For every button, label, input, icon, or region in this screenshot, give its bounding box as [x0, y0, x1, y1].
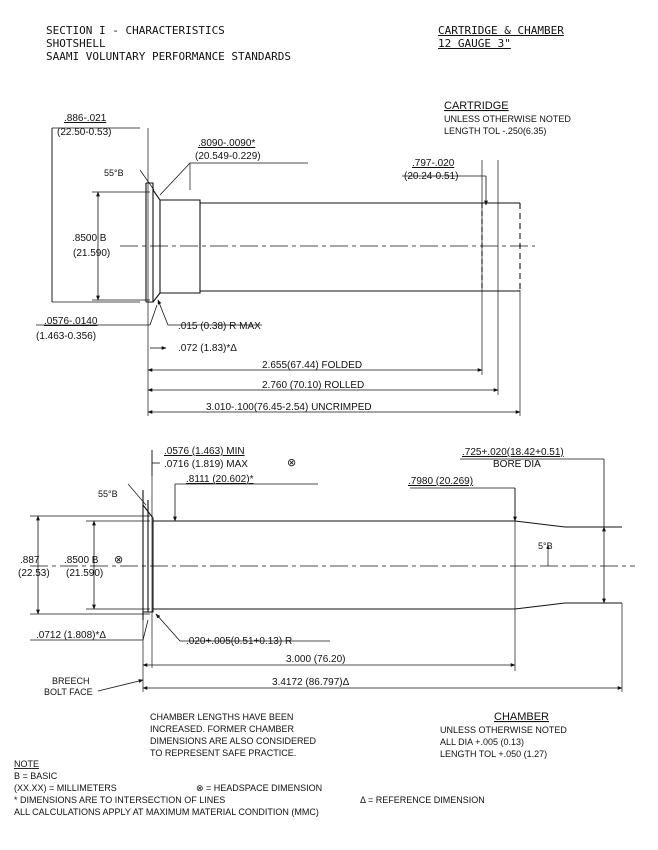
header-standard: SAAMI VOLUNTARY PERFORMANCE STANDARDS [46, 50, 292, 63]
len-rolled-label: 2.760 (70.10) ROLLED [262, 380, 364, 391]
headspace-icon: ⊗ [287, 457, 296, 469]
remark-line-4: TO REPRESENT SAFE PRACTICE. [150, 748, 296, 758]
headspace-icon-2: ⊗ [114, 554, 123, 566]
bolt-face-label: BOLT FACE [44, 687, 93, 697]
chamber-drawing [30, 450, 635, 692]
bore-dia-caption: BORE DIA [493, 459, 541, 470]
rim-thick-label: .0576-.0140 [44, 316, 98, 327]
note-intersection: * DIMENSIONS ARE TO INTERSECTION OF LINE… [14, 795, 225, 805]
chamber-radius-label: .020+.005(0.51+0.13) R [186, 636, 292, 647]
outer-dia-mm-label: (22.53) [18, 568, 50, 579]
cartridge-title: CARTRIDGE [444, 100, 509, 112]
breech-label: BREECH [52, 676, 90, 686]
chamber-note-2: ALL DIA +.005 (0.13) [440, 737, 524, 747]
len-uncrimped-label: 3.010-.100(76.45-2.54) UNCRIMPED [206, 402, 372, 413]
remark-line-2: INCREASED. FORMER CHAMBER [150, 724, 295, 734]
rim-thick-mm-label: (1.463-0.356) [36, 331, 96, 342]
chamber-cone-dia-label: .7980 (20.269) [408, 476, 473, 487]
cartridge-drawing [36, 127, 535, 416]
note-millimeters: (XX.XX) = MILLIMETERS [14, 783, 117, 793]
chamber-note-3: LENGTH TOL +.050 (1.27) [440, 749, 547, 759]
header-subtitle: SHOTSHELL [46, 37, 106, 50]
head-dia-mm-label: (20.549-0.229) [195, 151, 261, 162]
note-headspace: ⊗ = HEADSPACE DIMENSION [196, 783, 322, 793]
mouth-dia-mm-label: (20.24-0.51) [404, 171, 458, 182]
chamber-body-dia-mm-label: (21.590) [66, 568, 103, 579]
chamber-head-dia-label: .8111 (20.602)* [186, 474, 254, 485]
remark-line-1: CHAMBER LENGTHS HAVE BEEN [150, 712, 293, 722]
len-folded-label: 2.655(67.44) FOLDED [262, 360, 362, 371]
header-section: SECTION I - CHARACTERISTICS [46, 24, 225, 37]
forcing-angle-label: 5°B [538, 541, 553, 551]
rim-ref-label: .0712 (1.808)*Δ [36, 630, 106, 641]
chamber-title: CHAMBER [494, 711, 549, 723]
remark-line-3: DIMENSIONS ARE ALSO CONSIDERED [150, 736, 317, 746]
len-total-label: 3.4172 (86.797)Δ [272, 677, 350, 688]
mouth-dia-label: .797-.020 [412, 158, 455, 169]
rim-max-label: .0716 (1.819) MAX [164, 459, 248, 470]
head-len-label: .072 (1.83)*Δ [178, 343, 237, 354]
cartridge-note-2: LENGTH TOL -.250(6.35) [444, 126, 546, 136]
note-mmc: ALL CALCULATIONS APPLY AT MAXIMUM MATERI… [14, 807, 319, 817]
radius-label: .015 (0.38) R MAX [178, 321, 261, 332]
rim-min-label: .0576 (1.463) MIN [164, 446, 245, 457]
note-basic: B = BASIC [14, 771, 58, 781]
body-dia-label: .8500 B [72, 233, 107, 244]
chamber-note-1: UNLESS OTHERWISE NOTED [440, 725, 567, 735]
rim-dia-mm-label: (22.50-0.53) [57, 127, 111, 138]
chamber-body-dia-label: .8500 B [64, 555, 99, 566]
head-dia-label: .8090-.0090* [198, 138, 255, 149]
outer-dia-label: .887 [20, 555, 40, 566]
note-title: NOTE [14, 759, 39, 769]
cartridge-note-1: UNLESS OTHERWISE NOTED [444, 114, 571, 124]
note-reference: Δ = REFERENCE DIMENSION [360, 795, 485, 805]
cartridge-angle-label: 55°B [104, 168, 124, 178]
header-gauge: 12 GAUGE 3" [438, 37, 511, 50]
bore-dia-label: .725+.020(18.42+0.51) [462, 447, 564, 458]
rim-dia-label: .886-.021 [64, 113, 107, 124]
header-right-title: CARTRIDGE & CHAMBER [438, 24, 564, 37]
chamber-angle-label: 55°B [98, 489, 118, 499]
body-dia-mm-label: (21.590) [73, 248, 110, 259]
len-chamber-label: 3.000 (76.20) [286, 654, 346, 665]
